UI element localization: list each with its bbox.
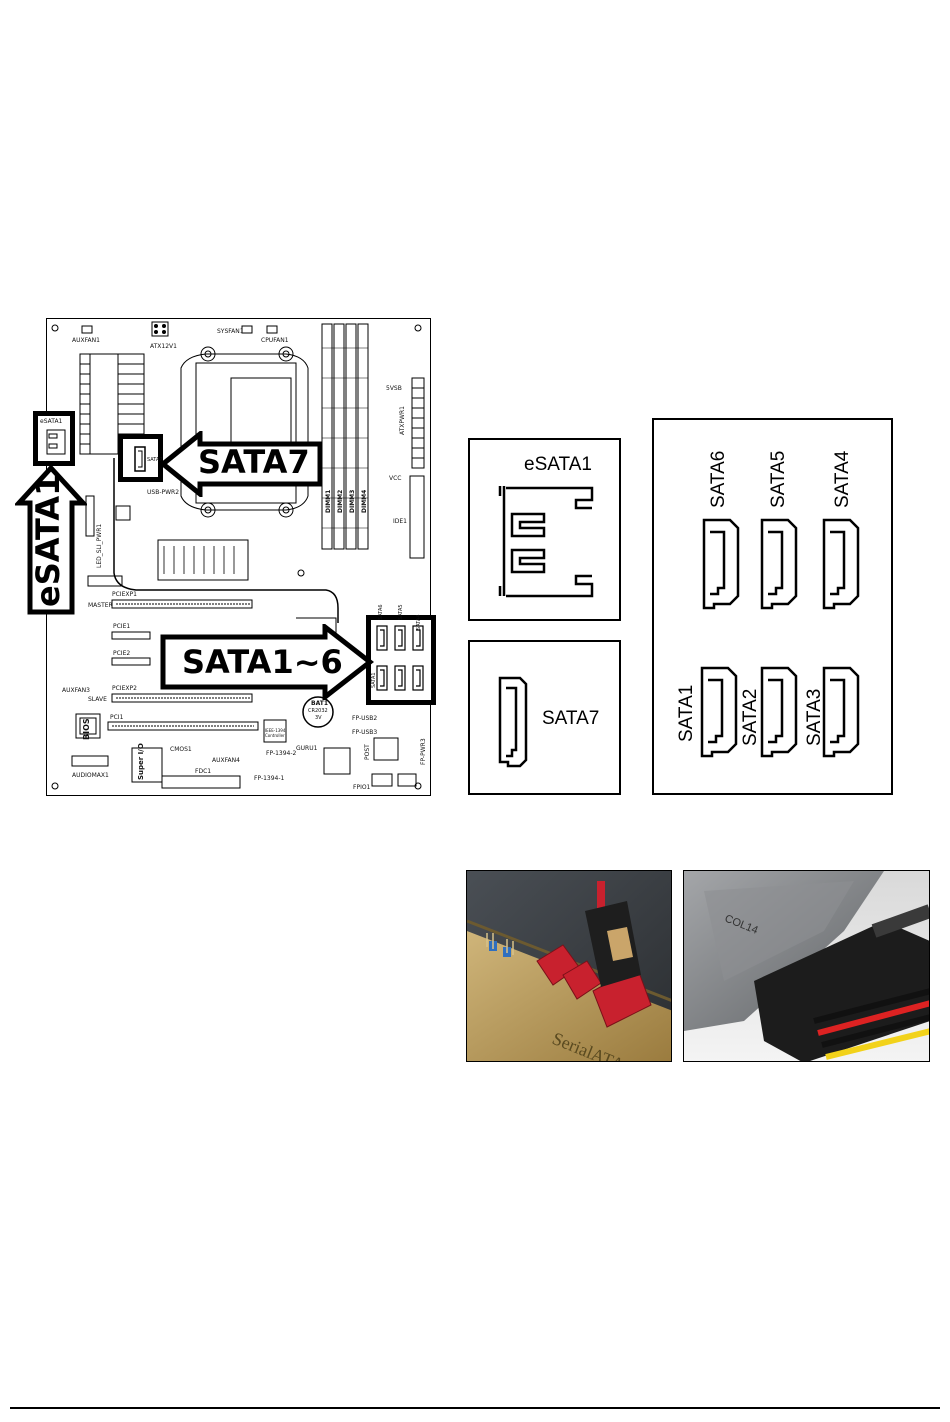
sata7-connector-drawing xyxy=(498,676,528,768)
esata1-diagram-label: eSATA1 xyxy=(524,454,592,475)
auxfan4-label: AUXFAN4 xyxy=(212,757,240,764)
atxpwr1-label: ATXPWR1 xyxy=(399,406,406,435)
footer-rule xyxy=(10,1407,940,1409)
fp-usb3-label: FP-USB3 xyxy=(352,729,378,736)
dimm1-label: DIMM1 xyxy=(325,489,332,513)
sata1-6-diagram: SATA6 SATA5 SATA4 SATA1 SATA2 SATA3 xyxy=(652,418,893,795)
sata1-6-board-connectors xyxy=(376,625,424,691)
esata1-callout-arrow xyxy=(15,465,87,615)
esata1-callout-label: eSATA1 xyxy=(29,473,67,607)
auxfan1-label: AUXFAN1 xyxy=(72,337,100,344)
fp-1394-1-label: FP-1394-1 xyxy=(254,775,285,782)
pci1-label: PCI1 xyxy=(110,714,124,721)
audiomax1-label: AUDIOMAX1 xyxy=(72,772,109,779)
sata7-callout-label: SATA7 xyxy=(198,443,310,481)
dimm3-label: DIMM3 xyxy=(349,489,356,513)
bat-type-label: CR2032 xyxy=(308,708,328,714)
pciexp2-label: PCIEXP2 xyxy=(112,685,137,692)
ide1-label: IDE1 xyxy=(393,518,407,525)
sata1-6-callout-label: SATA1~6 xyxy=(182,643,343,681)
led-sli-pwr1-label: LED_SLI_PWR1 xyxy=(96,523,103,568)
vcc-label: VCC xyxy=(389,475,402,482)
sata2-diagram-label: SATA2 xyxy=(740,688,761,746)
fp-1394-2-label: FP-1394-2 xyxy=(266,750,297,757)
5vsb-label: 5VSB xyxy=(386,385,402,392)
sata1-6-board-highlight xyxy=(366,615,436,705)
super-io-label: Super I/O xyxy=(137,743,145,780)
motherboard-layout xyxy=(46,318,431,796)
bios-label: BIOS xyxy=(82,718,91,740)
esata1-board-label: eSATA1 xyxy=(40,418,63,425)
esata1-connector-drawing xyxy=(498,486,594,598)
sata7-diagram-label: SATA7 xyxy=(542,708,600,729)
usb-pwr2-label: USB-PWR2 xyxy=(147,489,180,496)
post-label: POST xyxy=(364,744,371,760)
sata4-diagram-label: SATA4 xyxy=(832,450,853,508)
sata6-diagram-label: SATA6 xyxy=(708,450,729,508)
sata5-diagram-label: SATA5 xyxy=(768,450,789,508)
drive-photo-illustration: COL14 xyxy=(684,871,929,1061)
pcie1-label: PCIE1 xyxy=(113,623,131,630)
esata1-diagram: eSATA1 xyxy=(468,438,621,621)
auxfan3-label: AUXFAN3 xyxy=(62,687,90,694)
fp-pwr3-label: FP-PWR3 xyxy=(420,738,427,765)
atx12v1-label: ATX12V1 xyxy=(150,343,177,350)
bat-volt-label: 3V xyxy=(315,715,322,721)
board-photo-illustration: SerialATA xyxy=(467,871,671,1061)
guru1-label: GURU1 xyxy=(296,745,318,752)
sata3-diagram-label: SATA3 xyxy=(804,688,825,746)
sata1-diagram-label: SATA1 xyxy=(676,684,697,742)
sata7-board-connector xyxy=(134,446,146,472)
sata4-board-label: SATA4 xyxy=(416,614,422,630)
motherboard-drawing xyxy=(46,318,431,796)
esata1-board-highlight: eSATA1 xyxy=(33,411,75,466)
bat1-label: BAT1 xyxy=(311,700,329,707)
fp-usb2-label: FP-USB2 xyxy=(352,715,378,722)
esata1-board-connector xyxy=(46,429,66,455)
sata7-diagram: SATA7 xyxy=(468,640,621,795)
master-label: MASTER xyxy=(88,602,113,609)
sata1-6-callout-arrow xyxy=(160,624,374,700)
sata6-board-label: SATA6 xyxy=(378,604,384,620)
photo-board-sata-cable: SerialATA xyxy=(466,870,672,1062)
fdc1-label: FDC1 xyxy=(195,768,212,775)
cmos1-label: CMOS1 xyxy=(170,746,192,753)
photo-drive-sata-cable: COL14 xyxy=(683,870,930,1062)
sata5-board-label: SATA5 xyxy=(398,604,404,620)
dimm2-label: DIMM2 xyxy=(337,489,344,513)
fpio1-label: FPIO1 xyxy=(353,784,371,791)
sata-connectors-drawing xyxy=(700,518,860,758)
pciexp1-label: PCIEXP1 xyxy=(112,591,137,598)
sata7-board-highlight: SATA7 xyxy=(118,434,163,482)
dimm4-label: DIMM4 xyxy=(361,489,368,513)
sata7-board-label: SATA7 xyxy=(147,457,163,463)
sata7-callout-arrow xyxy=(160,431,323,497)
ieee1394-chip-label: IEEE-1394 Controller xyxy=(265,728,286,738)
pcie2-label: PCIE2 xyxy=(113,650,131,657)
sysfan1-label: SYSFAN1 xyxy=(217,328,244,335)
cpufan1-label: CPUFAN1 xyxy=(261,337,289,344)
slave-label: SLAVE xyxy=(88,696,107,703)
